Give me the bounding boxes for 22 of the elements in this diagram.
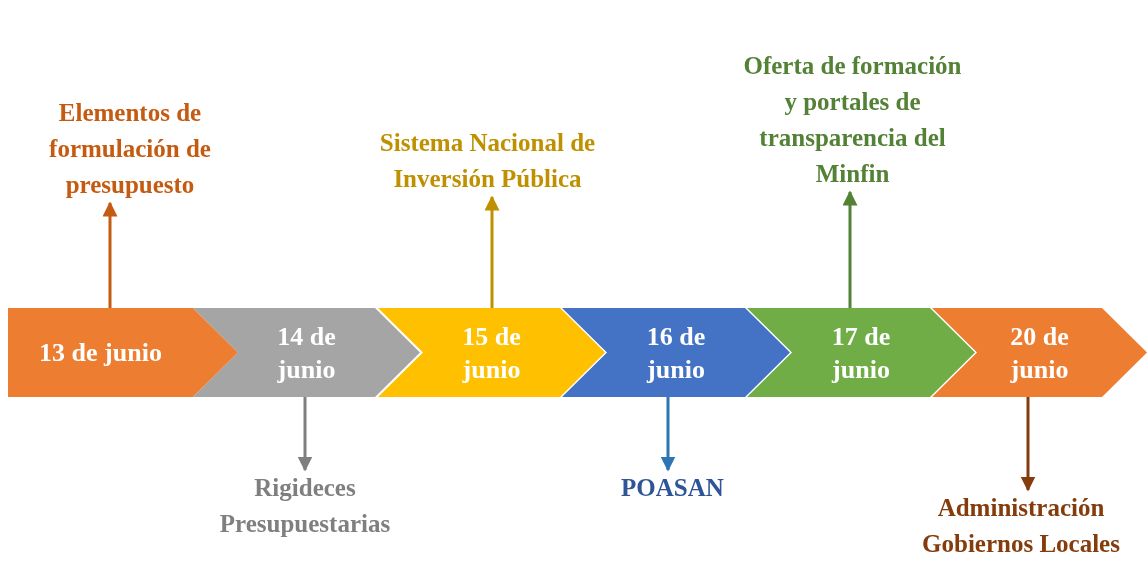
arrow <box>660 397 676 472</box>
arrow <box>102 201 118 308</box>
date-label: 20 de junio <box>1009 320 1070 386</box>
timeline-segment <box>932 308 1147 397</box>
topic-label: Sistema Nacional de Inversión Pública <box>370 52 605 197</box>
timeline-segment <box>747 308 975 397</box>
timeline-segment <box>562 308 790 397</box>
topic-label: Oferta de formación y portales de transparencia del Minfin <box>740 0 965 192</box>
arrow <box>842 190 858 308</box>
topic-label: Administración Gobiernos Locales <box>895 490 1147 563</box>
date-label: 15 de junio <box>461 320 522 386</box>
date-label: 17 de junio <box>830 320 892 386</box>
topic-label: Elementos de formulación de presupuesto <box>20 72 240 203</box>
timeline-segment <box>193 308 420 397</box>
topic-label: Rigideces Presupuestarias <box>195 470 415 555</box>
timeline-segment <box>378 308 605 397</box>
date-label: 16 de junio <box>645 320 707 386</box>
arrow <box>484 195 500 308</box>
date-label: 14 de junio <box>276 320 337 386</box>
topic-label: POASAN <box>590 470 755 510</box>
arrow <box>1020 397 1036 492</box>
arrow <box>297 397 313 472</box>
